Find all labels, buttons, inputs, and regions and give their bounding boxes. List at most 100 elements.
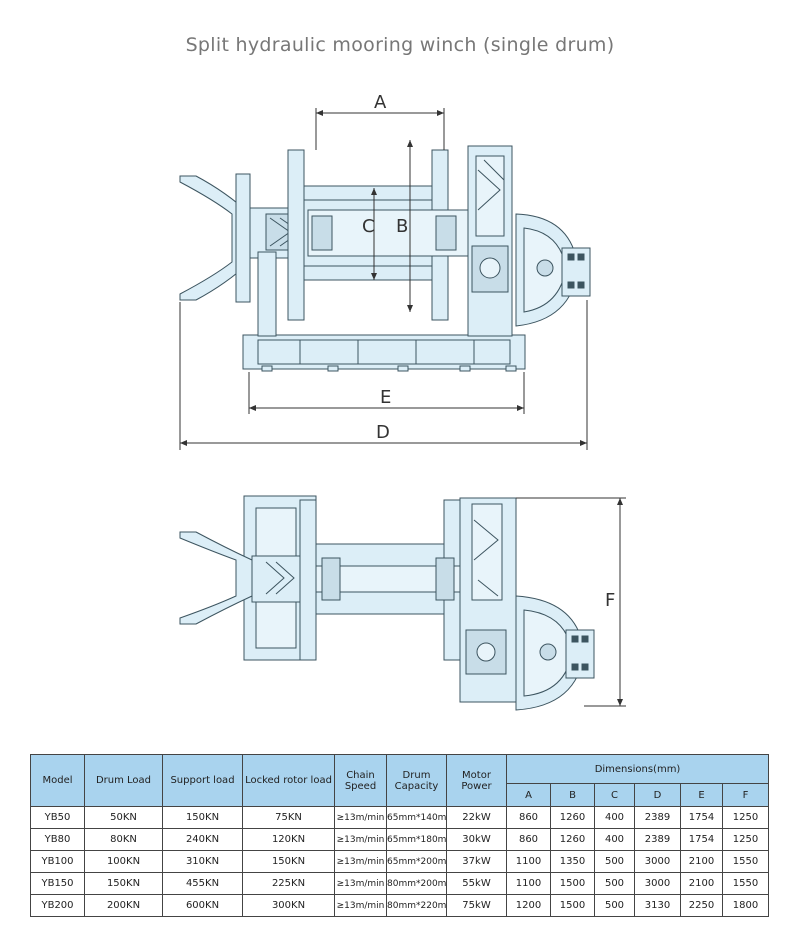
table-cell: 2389 <box>634 828 681 851</box>
table-cell: 1250 <box>721 828 770 851</box>
table-cell: 80mm*200m <box>386 872 447 895</box>
table-cell: 80mm*220m <box>386 894 447 917</box>
table-cell: 75kW <box>446 894 507 917</box>
table-cell: 860 <box>506 828 551 851</box>
header-support-load: Support load <box>162 754 243 807</box>
table-cell: 1754 <box>680 806 723 829</box>
table-cell: 75KN <box>242 806 335 829</box>
header-motor-power: Motor Power <box>446 754 507 807</box>
table-cell: 150KN <box>242 850 335 873</box>
table-cell: ≥13m/min <box>334 806 387 829</box>
table-cell: 50KN <box>84 806 163 829</box>
top-view-dimensions <box>516 497 626 707</box>
table-cell: 22kW <box>446 806 507 829</box>
table-cell: 65mm*200m <box>386 850 447 873</box>
table-cell: YB150 <box>30 872 85 895</box>
table-cell: 2389 <box>634 806 681 829</box>
dim-label-c: C <box>362 216 375 237</box>
table-cell: 600KN <box>162 894 243 917</box>
table-cell: 1350 <box>550 850 595 873</box>
table-cell: 455KN <box>162 872 243 895</box>
base-frame <box>242 334 526 370</box>
motor-valve-block <box>561 247 591 297</box>
table-cell: 2100 <box>680 872 723 895</box>
table-cell: 3130 <box>634 894 681 917</box>
table-cell: 400 <box>594 828 635 851</box>
table-cell: 1800 <box>721 894 770 917</box>
table-cell: 310KN <box>162 850 243 873</box>
table-cell: 300KN <box>242 894 335 917</box>
table-cell: YB200 <box>30 894 85 917</box>
table-cell: 1260 <box>550 828 595 851</box>
drum-flange-left <box>287 149 305 321</box>
header-drum-capacity: Drum Capacity <box>386 754 447 807</box>
winch-drawing: A B C E D <box>179 92 626 711</box>
table-cell: 2250 <box>680 894 723 917</box>
table-cell: 65mm*140m <box>386 806 447 829</box>
header-dim-a: A <box>506 783 551 807</box>
table-cell: 500 <box>594 894 635 917</box>
header-dimensions: Dimensions(mm) <box>505 754 770 784</box>
table-cell: 200KN <box>84 894 163 917</box>
top-view <box>179 495 595 711</box>
motor-valve-block-top <box>565 629 595 679</box>
table-cell: 1550 <box>721 850 770 873</box>
table-cell: 55kW <box>446 872 507 895</box>
table-cell: YB100 <box>30 850 85 873</box>
header-dim-e: E <box>680 783 723 807</box>
table-cell: 100KN <box>84 850 163 873</box>
table-cell: 1550 <box>721 872 770 895</box>
table-cell: 1100 <box>506 872 551 895</box>
table-cell: 225KN <box>242 872 335 895</box>
table-cell: 1100 <box>506 850 551 873</box>
table-cell: 37kW <box>446 850 507 873</box>
header-dim-d: D <box>634 783 681 807</box>
table-cell: 500 <box>594 872 635 895</box>
table-cell: 400 <box>594 806 635 829</box>
warping-head-top <box>179 531 253 625</box>
table-cell: 1200 <box>506 894 551 917</box>
header-dim-b: B <box>550 783 595 807</box>
table-cell: 500 <box>594 850 635 873</box>
table-cell: 240KN <box>162 828 243 851</box>
dim-label-d: D <box>376 422 390 443</box>
table-cell: ≥13m/min <box>334 872 387 895</box>
header-chain-speed: Chain Speed <box>334 754 387 807</box>
table-cell: 1500 <box>550 894 595 917</box>
table-cell: 3000 <box>634 850 681 873</box>
table-cell: 150KN <box>162 806 243 829</box>
table-cell: 120KN <box>242 828 335 851</box>
table-cell: 150KN <box>84 872 163 895</box>
header-locked-rotor-load: Locked rotor load <box>242 754 335 807</box>
table-cell: 80KN <box>84 828 163 851</box>
table-cell: ≥13m/min <box>334 850 387 873</box>
table-cell: YB80 <box>30 828 85 851</box>
left-bearing-stand <box>257 251 277 337</box>
header-drum-load: Drum Load <box>84 754 163 807</box>
specs-table: Model Drum Load Support load Locked roto… <box>30 754 770 917</box>
header-dim-f: F <box>721 783 770 807</box>
front-view <box>179 145 591 372</box>
table-cell: 30kW <box>446 828 507 851</box>
table-cell: 1754 <box>680 828 723 851</box>
table-cell: 2100 <box>680 850 723 873</box>
table-cell: ≥13m/min <box>334 894 387 917</box>
page-title: Split hydraulic mooring winch (single dr… <box>185 34 615 56</box>
header-model: Model <box>30 754 85 807</box>
header-dim-c: C <box>594 783 635 807</box>
dim-label-b: B <box>396 216 408 237</box>
dim-label-f: F <box>605 590 615 611</box>
table-cell: 1260 <box>550 806 595 829</box>
warping-head <box>179 175 251 301</box>
table-cell: 860 <box>506 806 551 829</box>
table-cell: 65mm*180m <box>386 828 447 851</box>
dim-label-e: E <box>380 387 391 408</box>
table-cell: ≥13m/min <box>334 828 387 851</box>
dim-label-a: A <box>374 92 387 113</box>
